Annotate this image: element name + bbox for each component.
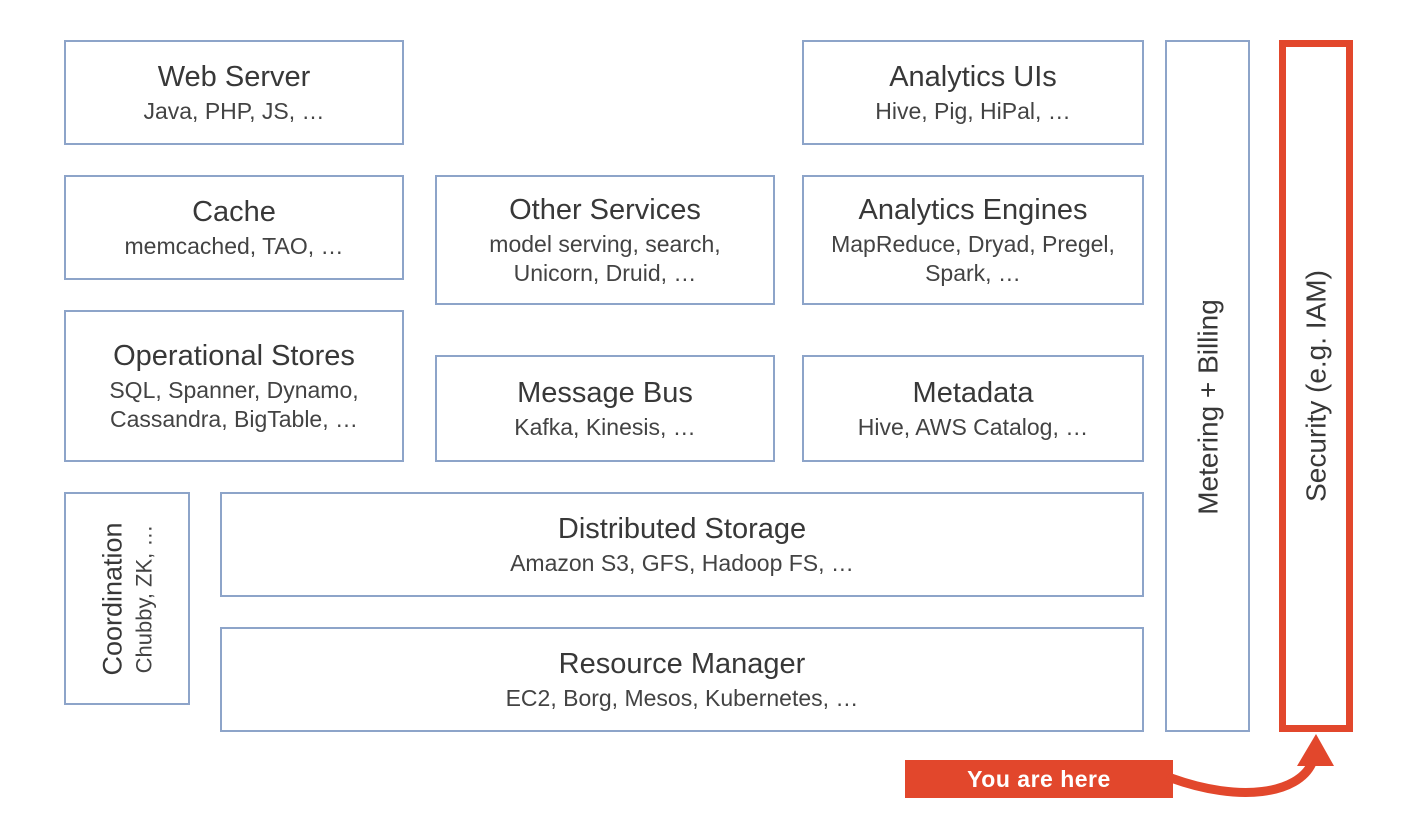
box-analytics-uis: Analytics UIs Hive, Pig, HiPal, … <box>802 40 1144 145</box>
box-cache: Cache memcached, TAO, … <box>64 175 404 280</box>
box-subtitle: Hive, Pig, HiPal, … <box>875 97 1071 124</box>
box-message-bus: Message Bus Kafka, Kinesis, … <box>435 355 775 462</box>
box-title: Analytics UIs <box>889 61 1057 94</box>
box-distributed-storage: Distributed Storage Amazon S3, GFS, Hado… <box>220 492 1144 597</box>
box-title: Metering + Billing <box>1192 298 1223 515</box>
box-web-server: Web Server Java, PHP, JS, … <box>64 40 404 145</box>
box-title: Cache <box>192 196 276 229</box>
box-subtitle: Amazon S3, GFS, Hadoop FS, … <box>510 549 854 576</box>
vertical-text: Metering + Billing <box>1190 299 1225 515</box>
box-title: Web Server <box>157 61 311 94</box>
box-subtitle: MapReduce, Dryad, Pregel, Spark, … <box>831 230 1115 286</box>
box-title: Other Services <box>509 194 701 227</box>
box-title: Security (e.g. IAM) <box>1300 270 1332 502</box>
box-metadata: Metadata Hive, AWS Catalog, … <box>802 355 1144 462</box>
box-coordination: Coordination Chubby, ZK, … <box>64 492 190 705</box>
box-operational-stores: Operational Stores SQL, Spanner, Dynamo,… <box>64 310 404 462</box>
box-title: Metadata <box>912 377 1034 410</box>
box-subtitle: Hive, AWS Catalog, … <box>857 413 1089 440</box>
box-subtitle: EC2, Borg, Mesos, Kubernetes, … <box>505 684 859 711</box>
box-analytics-engines: Analytics Engines MapReduce, Dryad, Preg… <box>802 175 1144 305</box>
box-subtitle: SQL, Spanner, Dynamo, Cassandra, BigTabl… <box>109 376 359 432</box>
box-security-highlighted: Security (e.g. IAM) <box>1279 40 1353 732</box>
box-title: Analytics Engines <box>858 194 1088 227</box>
box-title: Coordination <box>97 521 128 676</box>
box-other-services: Other Services model serving, search, Un… <box>435 175 775 305</box>
box-subtitle: model serving, search, Unicorn, Druid, … <box>489 230 721 286</box>
box-subtitle: Chubby, ZK, … <box>131 524 157 673</box>
arrow-curve <box>1166 758 1317 797</box>
you-are-here-callout: You are here <box>905 760 1173 798</box>
box-resource-manager: Resource Manager EC2, Borg, Mesos, Kuber… <box>220 627 1144 732</box>
box-title: Message Bus <box>517 377 693 410</box>
box-title: Resource Manager <box>558 648 806 681</box>
vertical-text: Coordination Chubby, ZK, … <box>96 522 157 675</box>
box-subtitle: memcached, TAO, … <box>124 232 344 259</box>
box-subtitle: Java, PHP, JS, … <box>143 97 325 124</box>
box-title: Distributed Storage <box>557 513 807 546</box>
box-metering-billing: Metering + Billing <box>1165 40 1250 732</box>
arrow-head <box>1297 734 1334 766</box>
vertical-text: Security (e.g. IAM) <box>1299 270 1334 502</box>
you-are-here-label: You are here <box>967 765 1111 792</box>
box-subtitle: Kafka, Kinesis, … <box>514 413 696 440</box>
box-title: Operational Stores <box>113 340 355 373</box>
